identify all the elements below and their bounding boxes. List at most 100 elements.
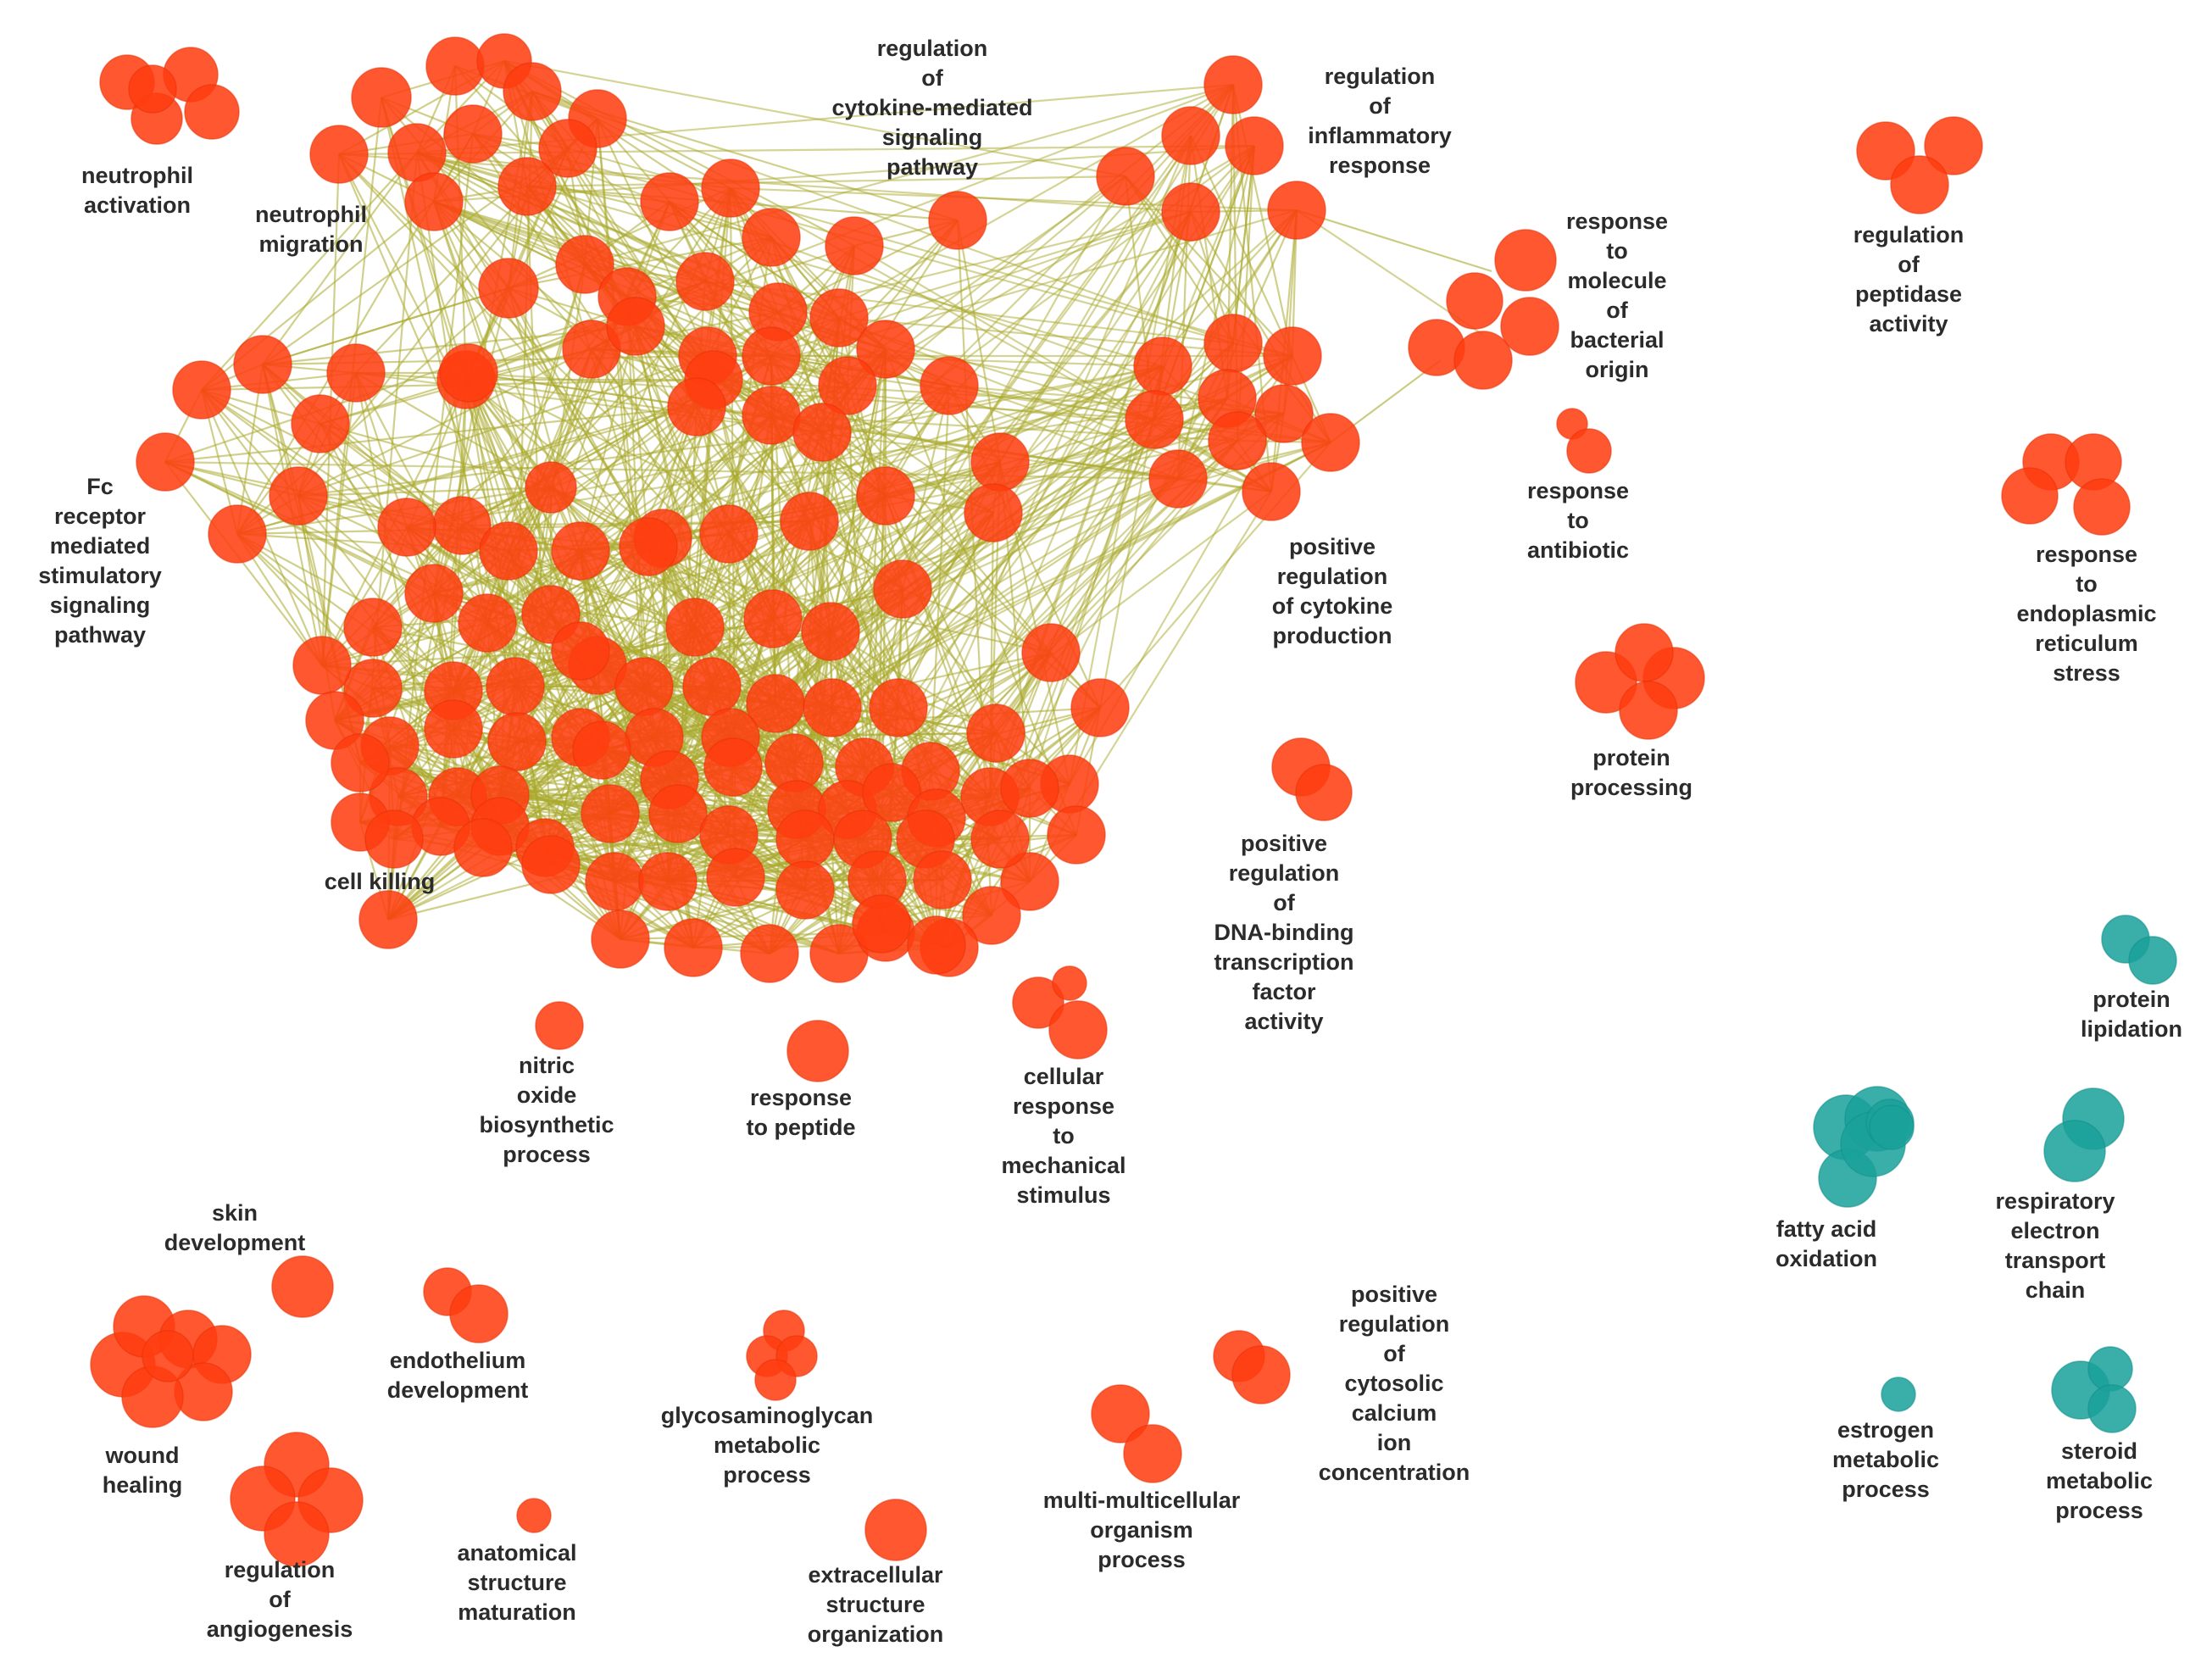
- network-node: [862, 763, 921, 822]
- network-edge: [508, 236, 772, 290]
- network-node: [486, 657, 545, 716]
- network-node: [331, 733, 390, 793]
- network-node: [792, 403, 852, 462]
- network-node: [136, 432, 195, 492]
- network-node: [525, 461, 577, 514]
- term-node: [1091, 1384, 1150, 1443]
- network-node: [742, 208, 801, 267]
- network-edge: [526, 175, 1126, 188]
- network-node: [478, 258, 539, 319]
- network-node: [1133, 336, 1192, 396]
- network-edge: [580, 414, 772, 552]
- network-edge: [1176, 145, 1256, 480]
- network-edge: [730, 731, 997, 739]
- network-node: [699, 504, 759, 564]
- network-node: [1021, 623, 1081, 682]
- network-node: [775, 809, 835, 869]
- network-edge: [1190, 135, 1293, 357]
- term-node: [1453, 331, 1513, 390]
- term-node: [1012, 976, 1064, 1029]
- network-node: [856, 466, 915, 526]
- network-node: [425, 36, 485, 96]
- network-node: [309, 125, 369, 184]
- network-edge: [793, 175, 1126, 764]
- network-edge: [597, 520, 810, 666]
- term-node: [535, 1001, 584, 1050]
- network-node: [966, 704, 1025, 763]
- network-node: [801, 602, 860, 661]
- network-edge: [355, 372, 488, 624]
- network-node: [453, 818, 513, 877]
- network-node: [682, 657, 742, 716]
- network-edge: [453, 550, 581, 692]
- network-edge: [881, 833, 1077, 926]
- network-edge: [359, 761, 798, 811]
- network-node: [619, 517, 678, 576]
- term-node: [449, 1284, 509, 1343]
- term-node: [2043, 1120, 2106, 1182]
- term-node: [2087, 1346, 2133, 1392]
- network-edge: [164, 405, 698, 464]
- network-edge: [579, 325, 637, 552]
- network-edge: [465, 379, 664, 539]
- network-edge: [453, 685, 645, 731]
- network-node: [291, 394, 350, 453]
- network-edge: [793, 588, 903, 764]
- network-node: [606, 297, 665, 356]
- network-edge: [862, 211, 1192, 840]
- network-edge: [732, 135, 1192, 768]
- term-node: [264, 1501, 330, 1567]
- network-edge: [320, 422, 552, 489]
- network-node: [665, 598, 725, 657]
- term-node: [1231, 1345, 1291, 1404]
- network-node: [970, 432, 1030, 492]
- network-node: [742, 326, 801, 386]
- network-node: [1148, 449, 1208, 509]
- network-node: [856, 320, 915, 379]
- network-node: [1161, 182, 1220, 242]
- network-edge: [297, 495, 552, 615]
- network-node: [1047, 805, 1106, 865]
- network-node: [703, 737, 763, 797]
- network-node: [572, 720, 631, 780]
- network-edge: [262, 364, 463, 526]
- network-edge: [550, 384, 848, 489]
- network-node: [818, 356, 877, 415]
- network-node: [913, 850, 972, 909]
- network-node: [351, 67, 412, 128]
- term-node: [1881, 1377, 1916, 1412]
- network-node: [326, 343, 386, 403]
- network-node: [479, 521, 538, 581]
- network-edge: [711, 477, 1179, 688]
- term-node: [516, 1498, 552, 1533]
- network-node: [1203, 314, 1263, 373]
- network-node: [1242, 462, 1301, 521]
- network-edge: [433, 200, 1179, 481]
- term-node: [2087, 1384, 2137, 1433]
- network-node: [1225, 116, 1284, 175]
- network-node: [343, 598, 403, 657]
- network-node: [667, 377, 726, 437]
- network-node: [497, 157, 557, 216]
- network-node: [962, 886, 1021, 945]
- network-node: [907, 915, 966, 975]
- term-node: [1890, 155, 1949, 214]
- network-node: [208, 504, 267, 564]
- network-node: [439, 343, 498, 403]
- network-node: [404, 172, 464, 231]
- network-edge: [467, 372, 553, 615]
- network-node: [1000, 852, 1059, 911]
- network-edge: [988, 145, 1256, 798]
- network-node: [377, 498, 436, 557]
- network-node: [964, 483, 1023, 542]
- network-node: [638, 852, 698, 911]
- network-edge: [1125, 175, 1234, 344]
- network-node: [920, 356, 979, 415]
- term-node: [1500, 297, 1559, 356]
- network-node: [487, 712, 547, 771]
- network-node: [1263, 326, 1322, 386]
- network-node: [358, 890, 418, 949]
- network-edge: [297, 495, 454, 692]
- network-node: [1096, 147, 1155, 206]
